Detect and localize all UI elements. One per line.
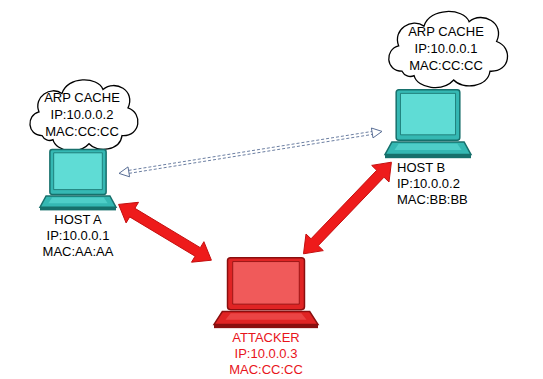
dashed-line (129, 131, 372, 170)
host-name: HOST A (7, 212, 149, 228)
host-laptop: HOST AIP:10.0.0.1MAC:AA:AA (40, 148, 116, 212)
mac-address: MAC:CC:CC (409, 57, 483, 74)
cache-text: ARP CACHEIP:10.0.0.2MAC:CC:CC (22, 72, 142, 154)
host-caption: HOST AIP:10.0.0.1MAC:AA:AA (7, 212, 149, 260)
hollow-arrowhead (371, 128, 382, 138)
ip-address: IP:10.0.0.3 (193, 346, 339, 362)
mac-address: MAC:AA:AA (7, 244, 149, 260)
cache-heading: ARP CACHE (44, 89, 120, 106)
laptop-icon (40, 148, 116, 212)
host-caption: ATTACKERIP:10.0.0.3MAC:CC:CC (193, 330, 339, 378)
cache-text: ARP CACHEIP:10.0.0.1MAC:CC:CC (380, 3, 512, 91)
arp-cache-cloud: ARP CACHEIP:10.0.0.2MAC:CC:CC (22, 72, 142, 154)
arp-cache-cloud: ARP CACHEIP:10.0.0.1MAC:CC:CC (380, 3, 512, 91)
ip-address: IP:10.0.0.1 (415, 40, 478, 57)
hollow-arrowhead (119, 167, 130, 177)
mac-address: MAC:CC:CC (193, 362, 339, 378)
mac-address: MAC:CC:CC (45, 123, 119, 140)
dashed-line (129, 134, 372, 173)
host-caption: HOST BIP:10.0.0.2MAC:BB:BB (397, 160, 523, 208)
laptop-icon (214, 256, 318, 330)
attack-arrow-shape (119, 202, 212, 262)
cache-heading: ARP CACHE (408, 23, 484, 40)
ip-address: IP:10.0.0.2 (51, 106, 114, 123)
ip-address: IP:10.0.0.2 (397, 176, 523, 192)
ip-address: IP:10.0.0.1 (7, 228, 149, 244)
attack-arrow-shape (304, 162, 392, 254)
attack-arrow (304, 162, 392, 254)
laptop-icon (385, 88, 471, 160)
host-laptop: ATTACKERIP:10.0.0.3MAC:CC:CC (214, 256, 318, 330)
mac-address: MAC:BB:BB (397, 192, 523, 208)
intended-link (119, 128, 382, 177)
attack-arrow (119, 202, 212, 262)
host-name: ATTACKER (193, 330, 339, 346)
host-name: HOST B (397, 160, 523, 176)
host-laptop: HOST BIP:10.0.0.2MAC:BB:BB (385, 88, 471, 160)
